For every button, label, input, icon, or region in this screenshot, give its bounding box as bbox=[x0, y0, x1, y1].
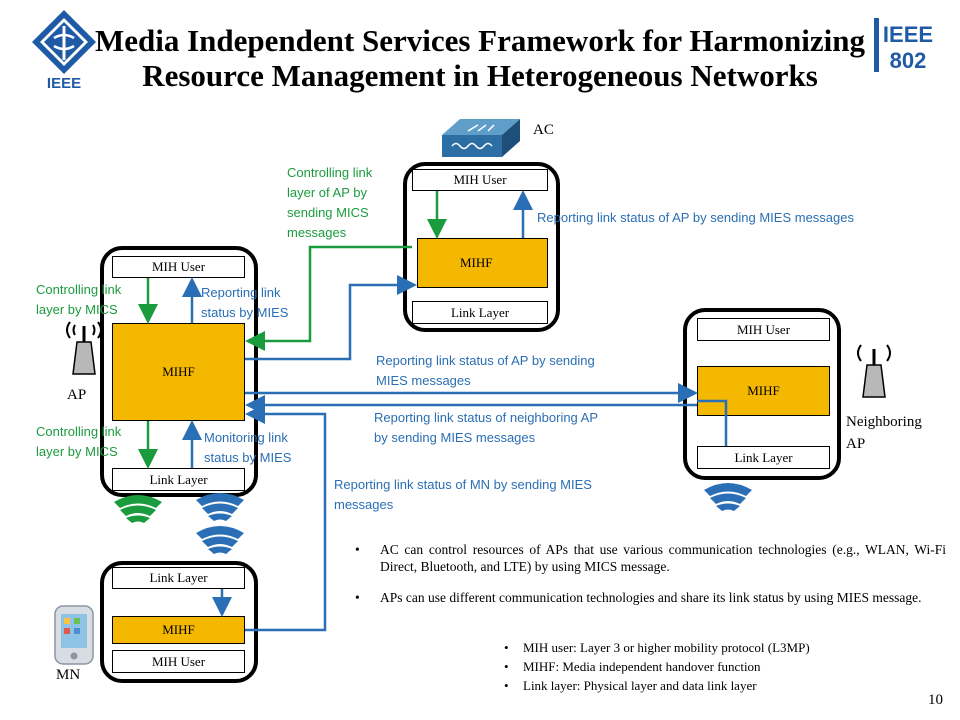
page-title-line-2: Resource Management in Heterogeneous Net… bbox=[142, 58, 818, 93]
access-controller-icon bbox=[438, 113, 522, 161]
ieee-802-logo-text-top: IEEE bbox=[883, 22, 933, 47]
neighbor-ap-label-line-1: Neighboring bbox=[846, 414, 922, 430]
neighbor-wifi-icon bbox=[704, 483, 752, 511]
ieee-802-logo-text-bottom: 802 bbox=[890, 48, 927, 73]
ieee-802-logo: IEEE 802 bbox=[872, 14, 936, 76]
monitor-label-2: status by MIES bbox=[204, 450, 292, 465]
ap-to-ac-report-arrow bbox=[245, 275, 417, 361]
monitor-label-1: Monitoring link bbox=[204, 430, 288, 445]
ctrl-mics-bottom-label-2: layer by MICS bbox=[36, 444, 118, 459]
mn-mihf-box: MIHF bbox=[112, 616, 245, 644]
summary-bullet-2: APs can use different communication tech… bbox=[350, 589, 946, 606]
report-ap-label-2: MIES messages bbox=[376, 373, 471, 388]
report-ap-label-1: Reporting link status of AP by sending bbox=[376, 353, 595, 368]
report-mn-label-1: Reporting link status of MN by sending M… bbox=[334, 477, 592, 492]
ac-to-ap-ctrl-arrow bbox=[245, 245, 412, 351]
ap-label: AP bbox=[67, 387, 87, 403]
ctrl-mics-bottom-label-1: Controlling link bbox=[36, 424, 122, 439]
ac-label: AC bbox=[533, 122, 554, 138]
mn-link-layer-box: Link Layer bbox=[112, 567, 245, 589]
mn-mih-user-box: MIH User bbox=[112, 650, 245, 673]
ctrl-mics-top-label-1: Controlling link bbox=[36, 282, 122, 297]
neighbor-internal-arrow bbox=[697, 399, 728, 446]
ctrl-ap-label-4: messages bbox=[287, 225, 347, 240]
definition-item-1: MIH user: Layer 3 or higher mobility pro… bbox=[500, 638, 920, 657]
page-title-line-1: Media Independent Services Framework for… bbox=[94, 23, 866, 58]
ap-mih-user-box: MIH User bbox=[112, 256, 245, 278]
neighbor-ap-label-line-2: AP bbox=[846, 436, 866, 452]
report-neighbor-label-2: by sending MIES messages bbox=[374, 430, 536, 445]
report-ap-to-ac-label: Reporting link status of AP by sending M… bbox=[537, 210, 854, 225]
neighbor-mih-user-box: MIH User bbox=[697, 318, 830, 341]
mn-wifi-icon bbox=[196, 526, 244, 554]
report-neighbor-label-1: Reporting link status of neighboring AP bbox=[374, 410, 599, 425]
definition-item-3: Link layer: Physical layer and data link… bbox=[500, 676, 920, 695]
ap-antenna-icon bbox=[58, 316, 110, 378]
ctrl-ap-label-1: Controlling link bbox=[287, 165, 373, 180]
neighbor-ap-antenna-icon bbox=[852, 341, 896, 401]
neighbor-mihf-box: MIHF bbox=[697, 366, 830, 416]
ieee-logo-text: IEEE bbox=[47, 75, 81, 90]
definitions-list: MIH user: Layer 3 or higher mobility pro… bbox=[500, 638, 920, 695]
report-mies-label-2: status by MIES bbox=[201, 305, 289, 320]
ap-link-layer-box: Link Layer bbox=[112, 468, 245, 491]
ctrl-ap-label-2: layer of AP by bbox=[287, 185, 367, 200]
neighbor-link-layer-box: Link Layer bbox=[697, 446, 830, 469]
ac-link-layer-box: Link Layer bbox=[412, 301, 548, 324]
ap-blue-wifi-icon bbox=[196, 493, 244, 521]
ctrl-mics-top-label-2: layer by MICS bbox=[36, 302, 118, 317]
ctrl-ap-label-3: sending MICS bbox=[287, 205, 369, 220]
ieee-logo: IEEE bbox=[28, 8, 100, 92]
ac-mihf-box: MIHF bbox=[417, 238, 548, 288]
mobile-node-icon bbox=[52, 604, 96, 666]
summary-bullet-1: AC can control resources of APs that use… bbox=[350, 541, 946, 575]
ap-green-wifi-icon bbox=[114, 495, 162, 523]
ap-mihf-box: MIHF bbox=[112, 323, 245, 421]
ac-mih-user-box: MIH User bbox=[412, 169, 548, 191]
mn-label: MN bbox=[56, 667, 81, 683]
report-mn-label-2: messages bbox=[334, 497, 394, 512]
summary-bullets: AC can control resources of APs that use… bbox=[350, 541, 946, 620]
definition-item-2: MIHF: Media independent handover functio… bbox=[500, 657, 920, 676]
report-mies-label-1: Reporting link bbox=[201, 285, 281, 300]
page-number: 10 bbox=[928, 692, 943, 708]
mn-to-ap-arrow bbox=[245, 404, 327, 632]
